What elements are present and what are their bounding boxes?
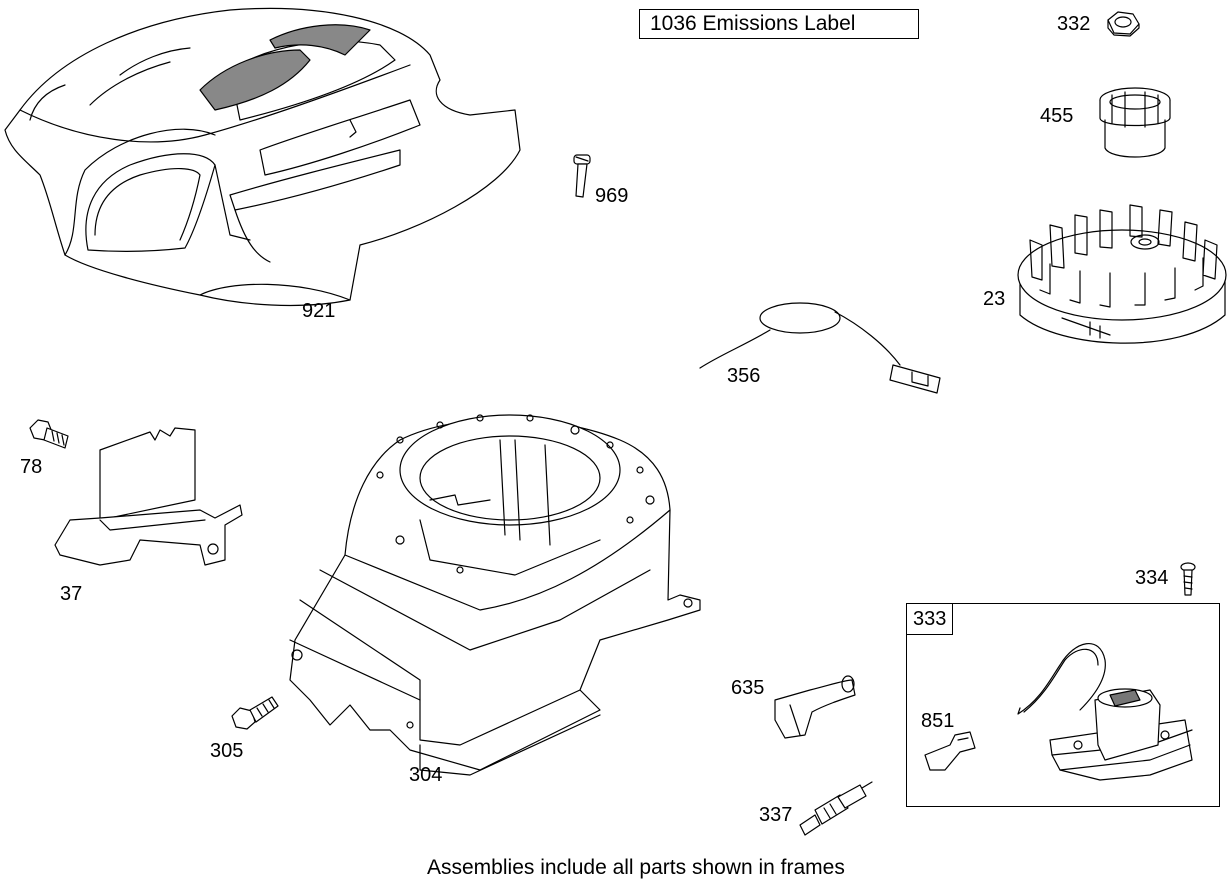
callout-969: 969 [595,185,629,207]
callout-337: 337 [759,804,793,826]
callout-332: 332 [1057,13,1091,35]
screw-part-969 [574,155,590,197]
callout-356: 356 [727,365,761,387]
callout-23: 23 [983,288,1006,310]
nut-part-332 [1108,12,1139,36]
screw-part-334 [1181,563,1195,595]
blower-housing-cover-part-921 [5,8,520,305]
ground-wire-part-356 [700,303,940,393]
callout-304: 304 [409,764,443,786]
callout-78: 78 [20,456,43,478]
air-guide-part-37 [55,428,242,565]
terminal-part-851 [925,732,975,770]
callout-305: 305 [210,740,244,762]
callout-37: 37 [60,583,83,605]
emissions-label-callout: 1036 Emissions Label [639,9,919,39]
spark-plug-part-337 [800,782,872,835]
spark-plug-boot-part-635 [775,676,855,738]
bolt-part-305 [232,697,278,729]
frame-label-333: 333 [907,604,954,635]
callout-334: 334 [1135,567,1169,589]
footer-note: Assemblies include all parts shown in fr… [427,856,845,879]
ignition-armature-part-333 [1018,644,1192,780]
starter-cup-part-455 [1100,88,1170,157]
callout-851: 851 [921,710,955,732]
callout-921: 921 [302,300,336,322]
blower-housing-part-304 [290,415,700,775]
assembly-frame-333: 333 851 [906,603,1220,807]
bolt-part-78 [30,420,68,448]
callout-455: 455 [1040,105,1074,127]
flywheel-part-23 [1018,205,1226,343]
callout-635: 635 [731,677,765,699]
